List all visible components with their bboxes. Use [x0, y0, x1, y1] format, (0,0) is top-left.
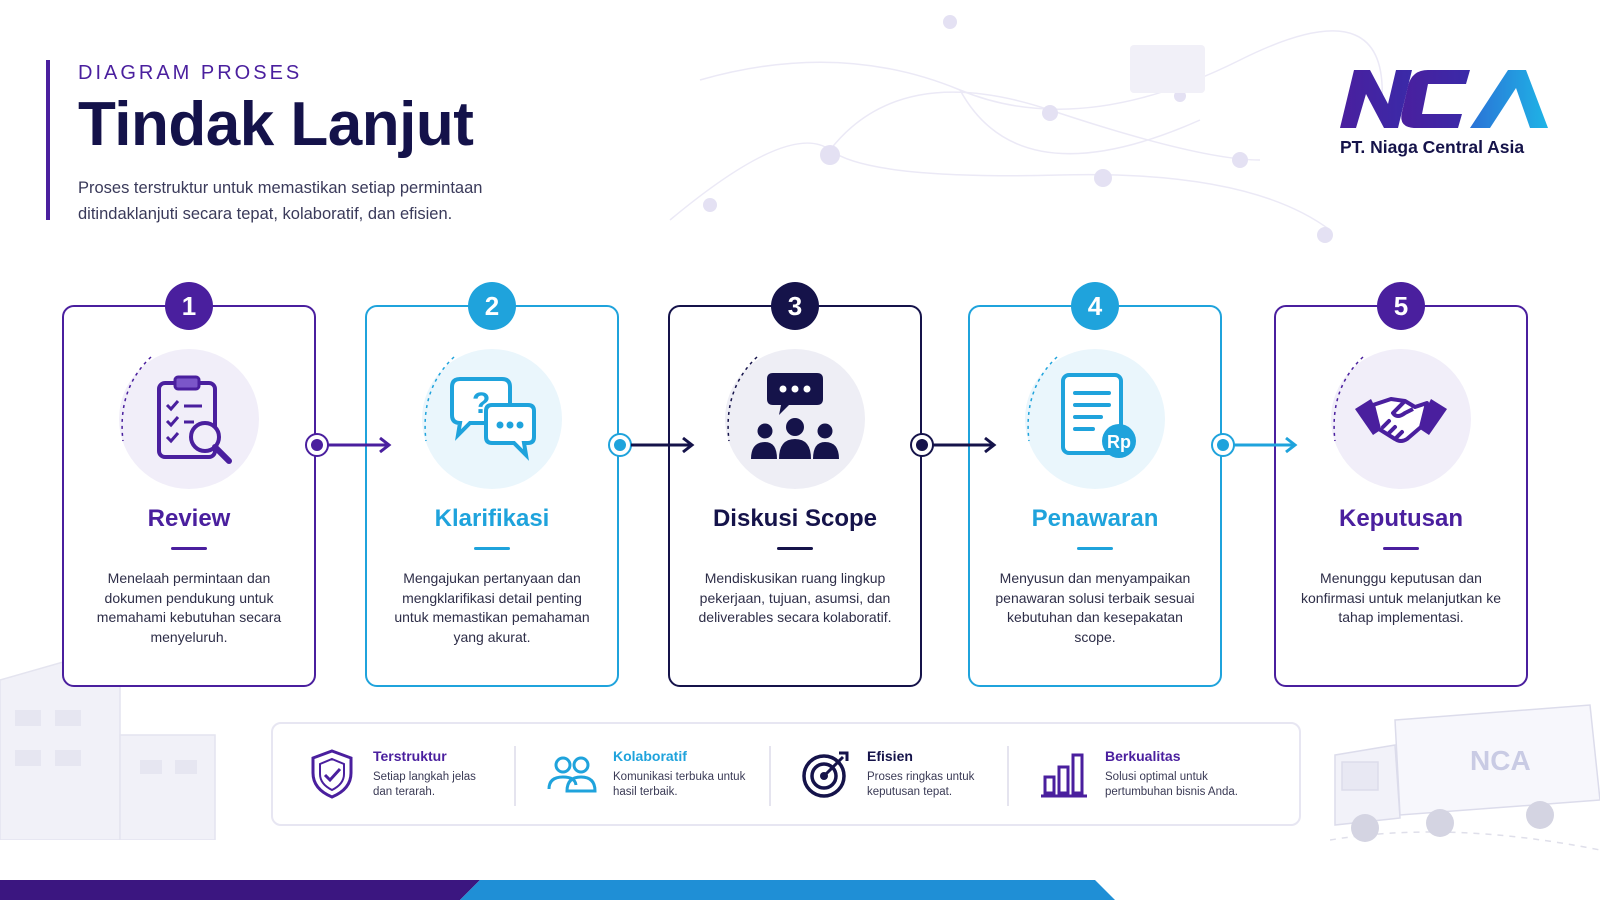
target-icon	[802, 751, 849, 798]
chat-question-icon: ?	[450, 377, 536, 461]
company-name: PT. Niaga Central Asia	[1340, 137, 1525, 157]
step-icon-container	[109, 349, 269, 499]
shield-check-icon	[311, 749, 353, 799]
step-divider	[777, 547, 813, 550]
step-card-klarifikasi: 2 ? Klarifikasi Mengajukan pertanyaan da…	[365, 282, 619, 687]
step-number-badge: 5	[1377, 282, 1425, 330]
svg-text:Rp: Rp	[1107, 432, 1131, 452]
step-description: Menunggu keputusan dan konfirmasi untuk …	[1301, 570, 1501, 625]
step-number-badge: 3	[771, 282, 819, 330]
connector-arrow-4	[1211, 433, 1298, 457]
step-description: Menelaah permintaan dan dokumen pendukun…	[96, 570, 282, 645]
background-building-illustration	[0, 659, 216, 840]
step-title: Review	[147, 505, 231, 532]
step-icon-container: Rp	[1015, 349, 1175, 499]
step-number-badge: 2	[468, 282, 516, 330]
step-icon-container	[715, 349, 875, 499]
step-number-badge: 4	[1071, 282, 1119, 330]
header: DIAGRAM PROSES Tindak Lanjut Proses ters…	[46, 60, 666, 223]
document-rp-icon: Rp	[1061, 373, 1136, 458]
handshake-icon	[1355, 397, 1447, 443]
step-description: Mendiskusikan ruang lingkup pekerjaan, t…	[698, 570, 892, 625]
step-divider	[1077, 547, 1113, 550]
company-logo: PT. Niaga Central Asia	[1340, 70, 1555, 160]
step-card-penawaran: 4 Rp Penawaran Menyusun dan menyampaikan…	[968, 282, 1222, 687]
connector-arrow-3	[910, 433, 997, 457]
users-icon	[547, 756, 597, 793]
step-divider	[171, 547, 207, 550]
feature-divider	[1007, 746, 1009, 806]
background-network-illustration	[669, 15, 1383, 243]
connector-arrow-2	[608, 433, 695, 457]
step-description: Mengajukan pertanyaan dan mengklarifikas…	[394, 570, 590, 645]
step-title: Klarifikasi	[434, 505, 550, 532]
bottom-color-bar	[0, 880, 1115, 900]
connector-arrow-1	[305, 433, 392, 457]
step-card-keputusan: 5 Keputusan Menunggu keputusan dan konfi…	[1274, 282, 1528, 687]
step-number-badge: 1	[165, 282, 213, 330]
feature-title: Berkualitas	[1105, 748, 1181, 764]
step-description: Menyusun dan menyampaikan penawaran solu…	[995, 570, 1195, 645]
step-divider	[474, 547, 510, 550]
clipboard-search-icon	[157, 375, 232, 464]
background-truck-illustration: NCA	[1330, 704, 1600, 851]
eyebrow-label: DIAGRAM PROSES	[78, 62, 303, 84]
step-divider	[1383, 547, 1419, 550]
page-subtitle: Proses terstruktur untuk memastikan seti…	[78, 179, 483, 223]
feature-title: Efisien	[867, 748, 913, 764]
step-title: Diskusi Scope	[712, 505, 878, 532]
step-icon-container: ?	[412, 349, 572, 499]
step-title: Penawaran	[1031, 505, 1159, 532]
page-title: Tindak Lanjut	[78, 90, 474, 159]
feature-divider	[769, 746, 771, 806]
step-card-review: 1 Review Menelaah permintaan dan dokumen…	[62, 282, 316, 687]
step-title: Keputusan	[1338, 505, 1463, 532]
nca-logo-icon	[1340, 70, 1548, 128]
step-icon-container	[1321, 349, 1481, 499]
step-card-diskusi-scope: 3 Diskusi Scope Mendiskusikan ruang ling…	[668, 282, 922, 687]
feature-divider	[514, 746, 516, 806]
bar-chart-icon	[1041, 753, 1087, 798]
feature-title: Terstruktur	[373, 748, 447, 764]
truck-logo-mark: NCA	[1470, 745, 1531, 776]
team-discussion-icon	[751, 373, 839, 459]
feature-title: Kolaboratif	[613, 748, 687, 764]
